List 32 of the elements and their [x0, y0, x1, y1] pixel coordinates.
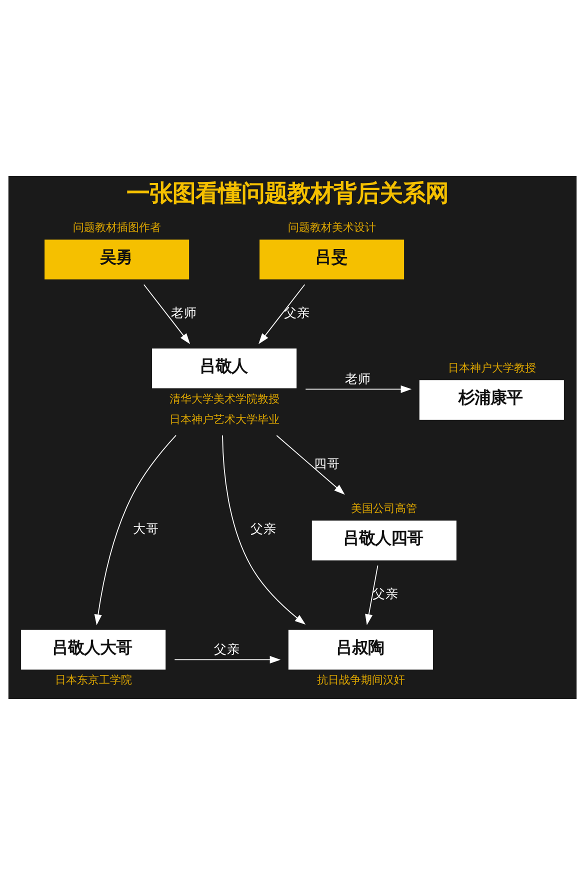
- edge-label: 父亲: [214, 641, 240, 656]
- arrow: [258, 284, 306, 344]
- node-label: 日本神户艺术大学毕业: [170, 412, 280, 426]
- node-box: 吕叔陶: [288, 629, 433, 670]
- edge-label: 大哥: [133, 520, 160, 536]
- node-label: 美国公司高管: [351, 502, 418, 515]
- edge-label: 老师: [171, 304, 198, 320]
- edge-label: 父亲: [284, 304, 310, 320]
- node-box: 杉浦康平: [419, 380, 564, 420]
- edge-label: 父亲: [250, 520, 277, 536]
- node-label: 日本神户大学教授: [448, 361, 536, 374]
- node-box: 吕敬人四哥: [312, 520, 456, 560]
- arrow: [276, 434, 345, 494]
- node-label: 问题教材美术设计: [288, 220, 376, 234]
- node-box: 吕敬人大哥: [21, 629, 166, 670]
- arrow: [174, 655, 281, 663]
- node-label: 清华大学美术学院教授: [170, 392, 280, 405]
- arrow: [94, 434, 176, 625]
- node-box: 吕旻: [260, 239, 404, 279]
- node-label: 抗日战争期间汉奸: [316, 673, 405, 686]
- arrow: [365, 564, 378, 625]
- node-label: 日本东京工学院: [54, 673, 132, 686]
- arrow: [222, 434, 306, 624]
- node-label: 问题教材插图作者: [73, 220, 162, 234]
- node-box: 吴勇: [44, 239, 190, 279]
- diagram-title: 一张图看懂问题教材背后关系网: [126, 178, 448, 207]
- arrow: [305, 384, 412, 392]
- node-box: 吕敬人: [152, 348, 297, 388]
- arrow: [143, 284, 190, 344]
- edge-label: 父亲: [372, 586, 399, 601]
- edge-label: 四哥: [314, 455, 340, 470]
- edge-label: 老师: [344, 370, 371, 386]
